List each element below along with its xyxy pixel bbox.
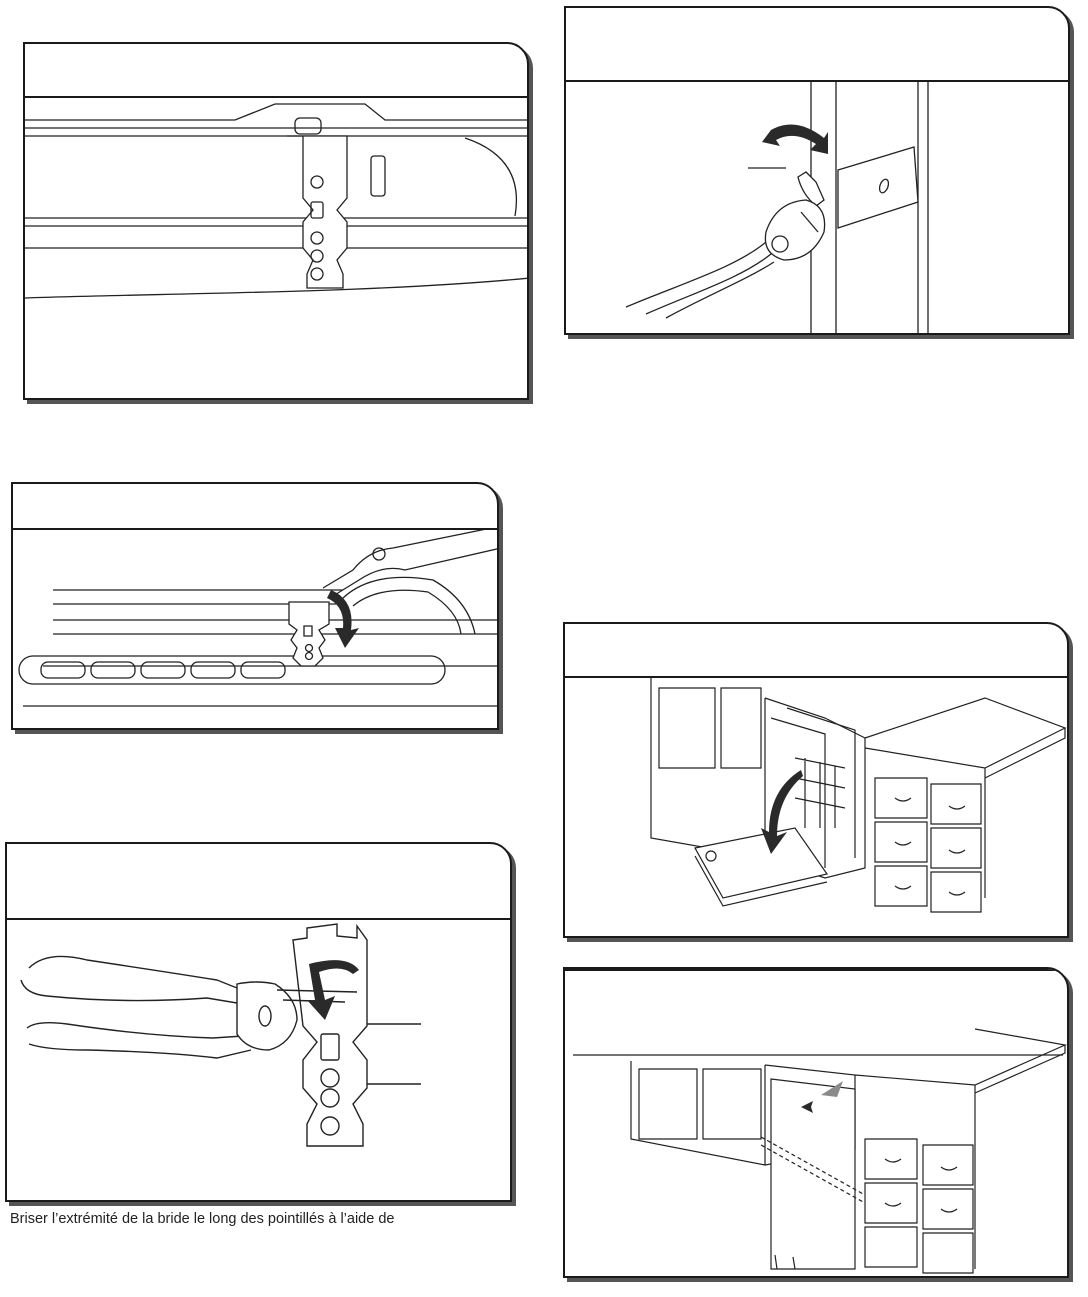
panel-dishwasher-slide-in bbox=[563, 967, 1069, 1278]
panel-header-bar bbox=[565, 969, 1067, 971]
panel-pliers-bend-bracket-top bbox=[11, 482, 499, 730]
panel-bracket-on-tub bbox=[23, 42, 529, 400]
panel-pliers-side-bracket bbox=[564, 6, 1070, 335]
panel-header-bar bbox=[7, 844, 510, 920]
pliers-icon bbox=[13, 530, 499, 730]
panel-header-bar bbox=[25, 44, 527, 98]
panel-header-bar bbox=[13, 484, 497, 530]
dishwasher-icon bbox=[565, 678, 1069, 938]
panel-dishwasher-door-open bbox=[563, 622, 1069, 938]
panel-header-bar bbox=[566, 8, 1068, 82]
panel-pliers-break-bracket bbox=[5, 842, 512, 1202]
pliers-icon bbox=[7, 920, 512, 1202]
mounting-bracket-icon bbox=[25, 98, 529, 400]
dishwasher-icon bbox=[565, 969, 1069, 1278]
pliers-icon bbox=[566, 82, 1070, 335]
panel-header-bar bbox=[565, 624, 1067, 678]
instruction-caption: Briser l’extrémité de la bride le long d… bbox=[10, 1211, 395, 1227]
